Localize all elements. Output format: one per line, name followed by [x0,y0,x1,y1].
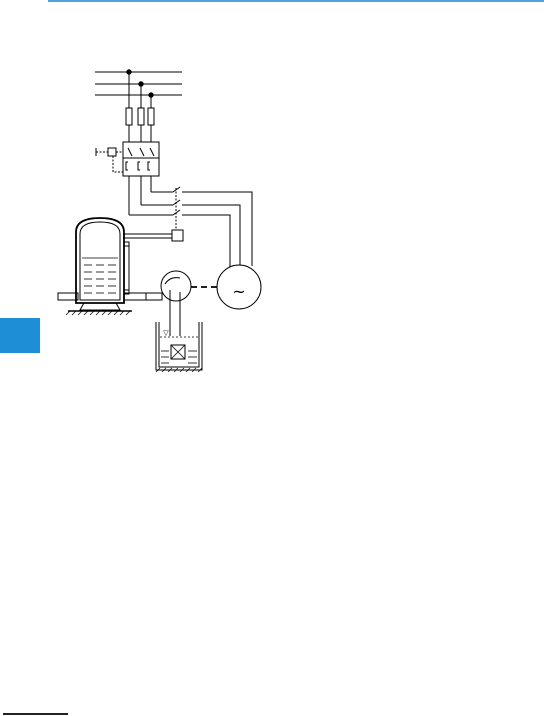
pump-wiring-diagram: ~ ▽ [50,60,280,380]
pump [146,271,219,336]
level-marker: ▽ [163,329,169,337]
header-rule [48,0,544,2]
footer-rule [3,713,68,715]
ac-motor: ~ [217,265,261,309]
ac-symbol: ~ [232,282,245,301]
pressure-tank [58,218,146,315]
chapter-tab [0,318,40,353]
three-phase-supply [95,70,182,97]
pressure-switch [123,230,183,241]
motor-protection-switch [96,142,159,215]
well-reservoir: ▽ [156,322,202,372]
contactor-contacts [129,187,252,267]
